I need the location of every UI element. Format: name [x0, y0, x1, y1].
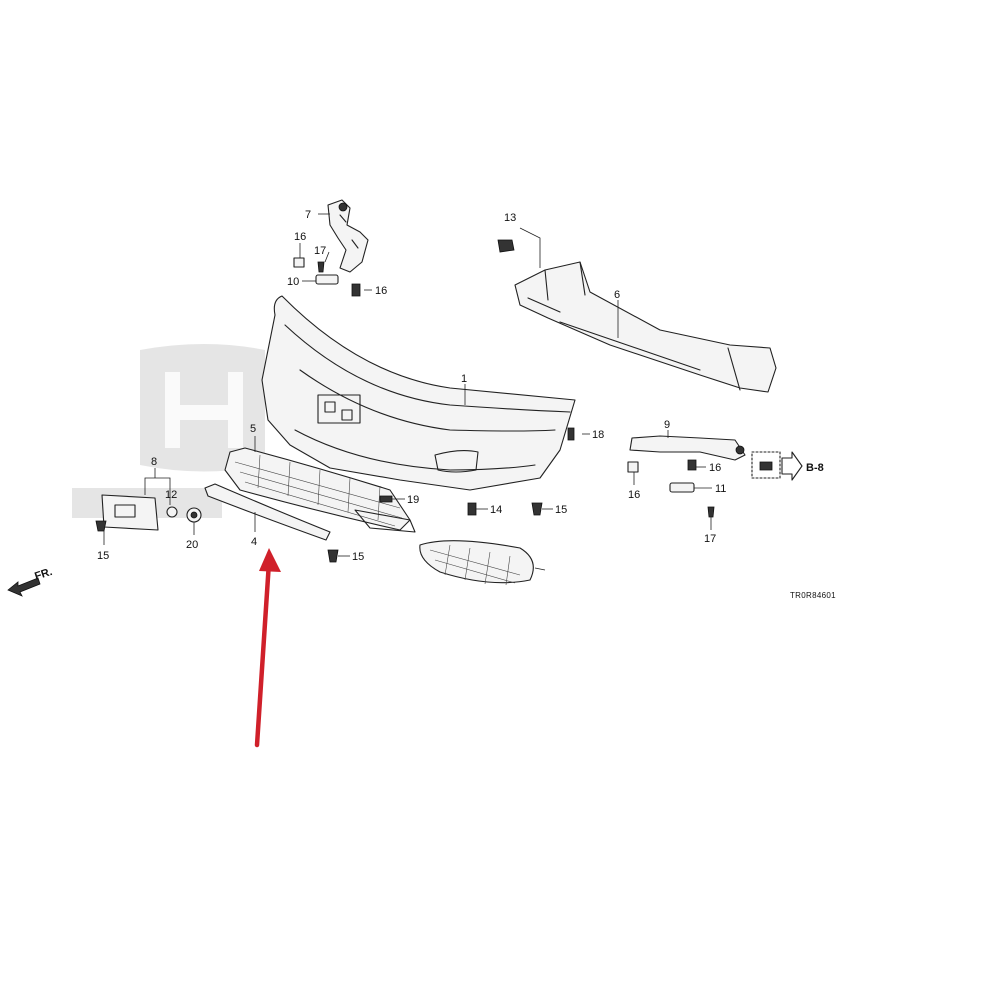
clip-16-upper[interactable]: [293, 257, 305, 268]
reference-box[interactable]: B-8: [751, 451, 824, 481]
callout-17b[interactable]: 17: [704, 533, 716, 545]
callout-4[interactable]: 4: [251, 536, 257, 548]
callout-12[interactable]: 12: [165, 489, 177, 501]
callout-17a[interactable]: 17: [314, 245, 326, 257]
front-direction-indicator: FR.: [7, 566, 54, 597]
callout-20[interactable]: 20: [186, 539, 198, 551]
clip-14[interactable]: [467, 502, 477, 516]
callout-6[interactable]: 6: [614, 289, 620, 301]
callout-7[interactable]: 7: [305, 209, 311, 221]
callout-16d[interactable]: 16: [628, 489, 640, 501]
clip-15-left[interactable]: [95, 520, 107, 532]
callout-15c[interactable]: 15: [352, 551, 364, 563]
upper-bracket-part-7[interactable]: [327, 199, 369, 273]
reference-label: B-8: [806, 462, 824, 474]
callout-8[interactable]: 8: [151, 456, 157, 468]
clip-15-center[interactable]: [531, 502, 543, 516]
side-bracket-part-9[interactable]: [629, 435, 746, 461]
clip-16-side-a[interactable]: [687, 459, 697, 471]
lower-trim-part-4[interactable]: [204, 483, 331, 541]
clip-16-right[interactable]: [351, 283, 361, 297]
fog-light-grille[interactable]: [419, 540, 534, 586]
lower-grille-part-5[interactable]: [224, 447, 411, 531]
clip-16-side-b[interactable]: [627, 461, 639, 473]
callout-14[interactable]: 14: [490, 504, 502, 516]
callout-16c[interactable]: 16: [709, 462, 721, 474]
callout-5[interactable]: 5: [250, 423, 256, 435]
clip-15-lower[interactable]: [327, 549, 339, 563]
callout-19[interactable]: 19: [407, 494, 419, 506]
callout-15a[interactable]: 15: [97, 550, 109, 562]
red-annotation-arrow: [254, 548, 281, 748]
direction-label: FR.: [33, 566, 54, 583]
callout-11[interactable]: 11: [715, 483, 726, 495]
nut-12[interactable]: [166, 506, 178, 518]
screw-18[interactable]: [567, 427, 575, 441]
bracket-10[interactable]: [315, 274, 339, 285]
front-bumper-part-1[interactable]: [261, 295, 576, 491]
bracket-11[interactable]: [669, 482, 695, 493]
callout-labels: 7 16 17 10 16 13 6 1 18 5 4 8 12 15 20 1…: [97, 209, 726, 563]
nut-20[interactable]: [186, 507, 202, 523]
callout-1[interactable]: 1: [461, 373, 467, 385]
callout-9[interactable]: 9: [664, 419, 670, 431]
brand-watermark: [72, 344, 265, 518]
screw-19[interactable]: [379, 495, 393, 503]
absorber-part-6[interactable]: [514, 261, 777, 393]
callout-16a[interactable]: 16: [294, 231, 306, 243]
diagram-code: TR0R84601: [790, 591, 836, 600]
callout-16b[interactable]: 16: [375, 285, 387, 297]
callout-13[interactable]: 13: [504, 212, 516, 224]
screw-17-upper[interactable]: [317, 261, 325, 273]
screw-17-side[interactable]: [707, 506, 715, 518]
callout-10[interactable]: 10: [287, 276, 299, 288]
callout-15b[interactable]: 15: [555, 504, 567, 516]
clip-13[interactable]: [497, 239, 515, 253]
callout-18[interactable]: 18: [592, 429, 604, 441]
leader-lines: [103, 213, 712, 571]
license-bracket-part-8[interactable]: [101, 494, 159, 531]
under-panel[interactable]: [354, 509, 416, 533]
